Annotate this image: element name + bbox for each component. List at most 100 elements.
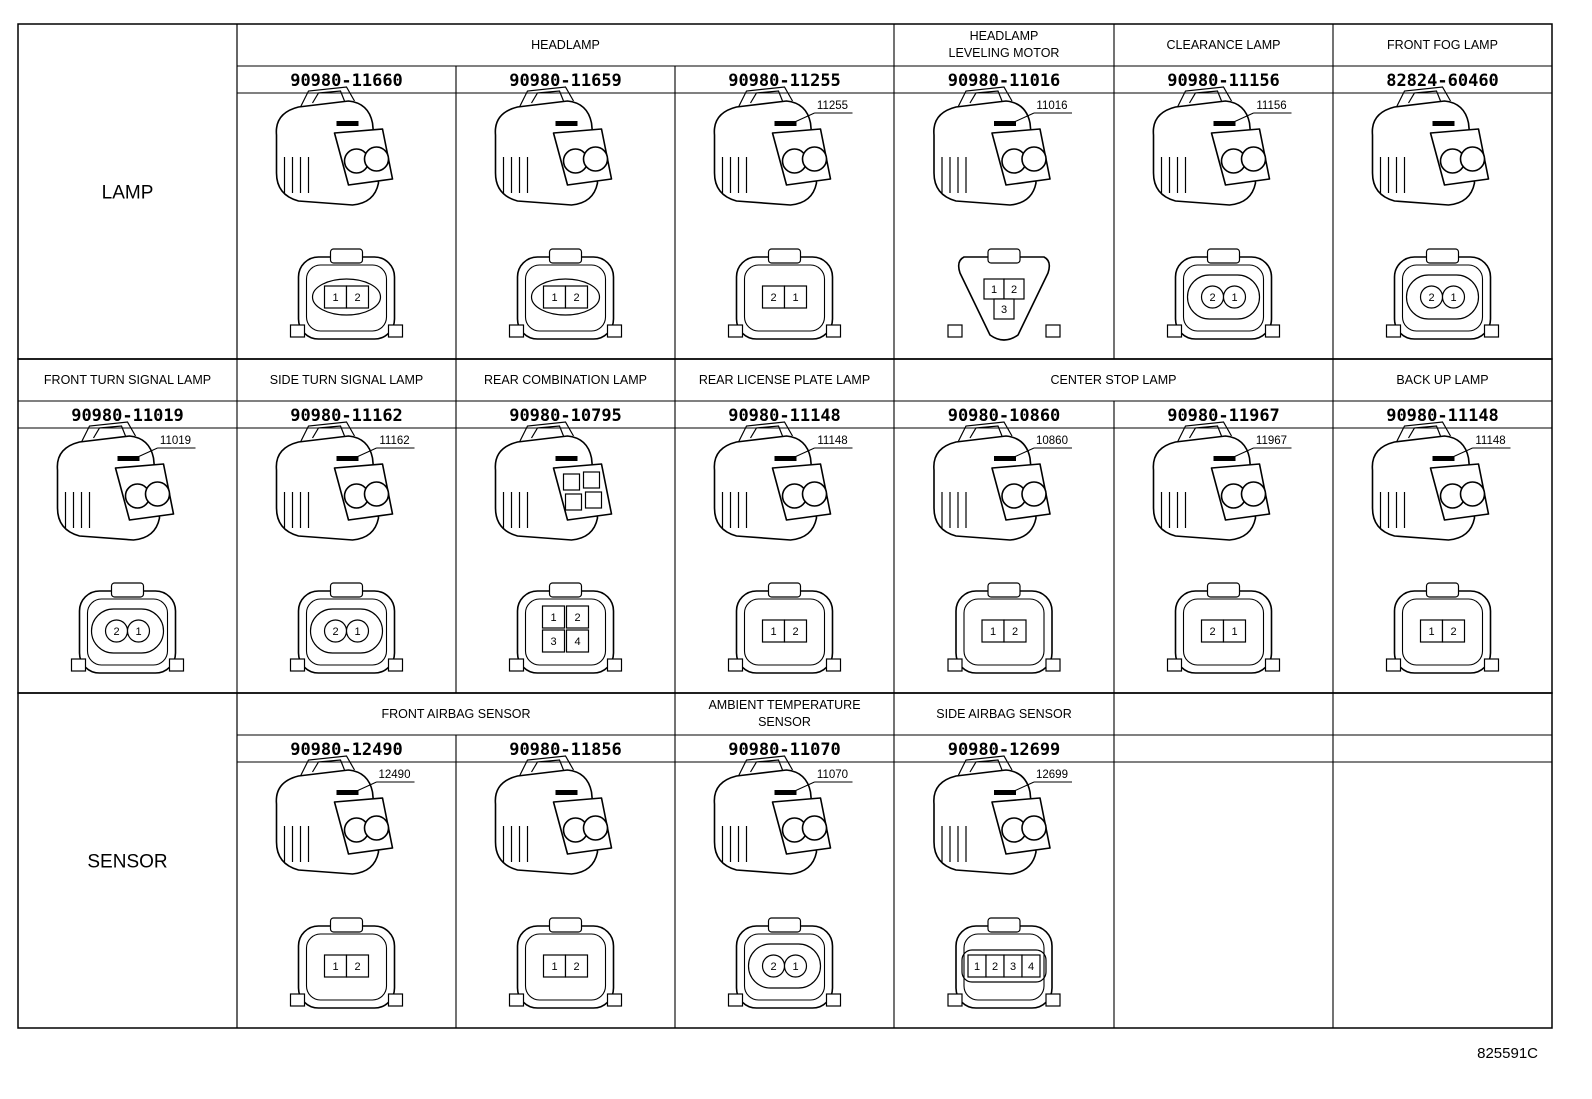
section-label: SENSOR (87, 852, 167, 873)
terminal-cavity (584, 491, 603, 509)
lock-tab (548, 917, 583, 933)
connector-inner-shell (1182, 264, 1265, 332)
part-number: 90980-12699 (948, 740, 1061, 760)
terminal-cavity (562, 473, 581, 491)
connector-inner-shell (743, 598, 826, 666)
connector-inner-shell (963, 933, 1045, 1001)
pin-number: 1 (550, 612, 556, 624)
mount-foot (289, 993, 306, 1007)
mount-foot (825, 993, 842, 1007)
group-label: REAR LICENSE PLATE LAMP (699, 373, 870, 387)
mount-foot (727, 658, 744, 672)
part-marking (994, 456, 1016, 461)
mount-foot (289, 324, 306, 338)
part-marking (1432, 456, 1455, 461)
pin-cavity (1222, 285, 1247, 309)
part-marking (774, 456, 797, 461)
pin-number: 4 (1028, 961, 1034, 973)
pin-frame (961, 949, 1047, 983)
connector-inner-shell (305, 933, 388, 1001)
connector-inner-shell (524, 598, 607, 666)
connector-latch (518, 755, 575, 777)
part-number: 90980-10795 (509, 406, 622, 426)
part-marking (994, 121, 1016, 126)
part-marking (336, 456, 359, 461)
terminal-cavity (801, 146, 828, 172)
pin-cavity (993, 298, 1015, 320)
pin-number: 3 (1010, 961, 1016, 973)
callout-label: 12490 (379, 769, 411, 781)
part-number: 82824-60460 (1386, 71, 1499, 91)
drawing-code: 825591C (1477, 1045, 1538, 1062)
callout-label: 11070 (817, 769, 848, 781)
pin-number: 1 (1231, 292, 1237, 304)
connector-latch-inner (749, 90, 784, 104)
mount-foot (1385, 658, 1402, 672)
mount-foot (168, 658, 185, 672)
pin-number: 2 (792, 626, 798, 638)
mount-foot (289, 658, 306, 672)
mount-foot (1483, 658, 1500, 672)
connector-latch (1176, 86, 1233, 108)
part-number: 90980-11967 (1167, 406, 1280, 426)
part-number: 90980-11156 (1167, 71, 1280, 91)
callout-leader (354, 781, 377, 793)
connector-latch-inner (311, 759, 346, 773)
connector-latch (737, 421, 794, 443)
pin-cavity (126, 619, 151, 643)
part-number: 90980-11148 (1386, 406, 1499, 426)
pin-number: 2 (332, 626, 338, 638)
connector-inner-shell (1182, 598, 1265, 666)
pin-frame (1186, 274, 1261, 320)
connector-latch (957, 755, 1013, 777)
lock-tab (329, 917, 364, 933)
pin-cavity (783, 285, 808, 309)
mount-foot (606, 324, 623, 338)
mount-foot (1166, 324, 1183, 338)
connector-latch (957, 86, 1013, 108)
connector-latch (737, 755, 794, 777)
callout-leader (792, 447, 815, 459)
terminal-cavity (801, 815, 828, 841)
callout-leader (1011, 447, 1035, 459)
callout-leader (792, 781, 815, 793)
pin-number: 3 (1001, 304, 1007, 316)
connector-inner-shell (86, 598, 169, 666)
mount-foot (1045, 993, 1061, 1007)
group-label: HEADLAMP (531, 38, 600, 52)
pin-number: 3 (550, 636, 556, 648)
connector-latch-inner (530, 90, 565, 104)
mount-foot (947, 324, 963, 338)
callout-label: 11255 (817, 100, 848, 112)
callout-leader (354, 447, 377, 459)
part-marking (1213, 121, 1236, 126)
terminal-cavity (801, 481, 828, 507)
mount-foot (727, 993, 744, 1007)
terminal-cavity (1021, 146, 1047, 172)
mount-foot (1483, 324, 1500, 338)
mount-foot (606, 658, 623, 672)
group-label: SENSOR (758, 715, 811, 729)
pin-number: 1 (551, 961, 557, 973)
pin-number: 2 (1012, 626, 1018, 638)
pin-cavity (783, 954, 808, 978)
connector-latch-inner (969, 425, 1003, 439)
group-label: REAR COMBINATION LAMP (484, 373, 647, 387)
terminal-cavity (1021, 481, 1047, 507)
pin-number: 2 (113, 626, 119, 638)
pin-cavity (564, 285, 589, 309)
callout-label: 12699 (1036, 769, 1068, 781)
part-number: 90980-11019 (71, 406, 184, 426)
lock-tab (548, 248, 583, 264)
callout-label: 11148 (817, 435, 847, 447)
connector-latch (737, 86, 794, 108)
pin-number: 4 (574, 636, 580, 648)
mount-foot (947, 993, 963, 1007)
lock-tab (329, 248, 364, 264)
pin-cavity (565, 629, 590, 653)
group-label: HEADLAMP (970, 29, 1039, 43)
